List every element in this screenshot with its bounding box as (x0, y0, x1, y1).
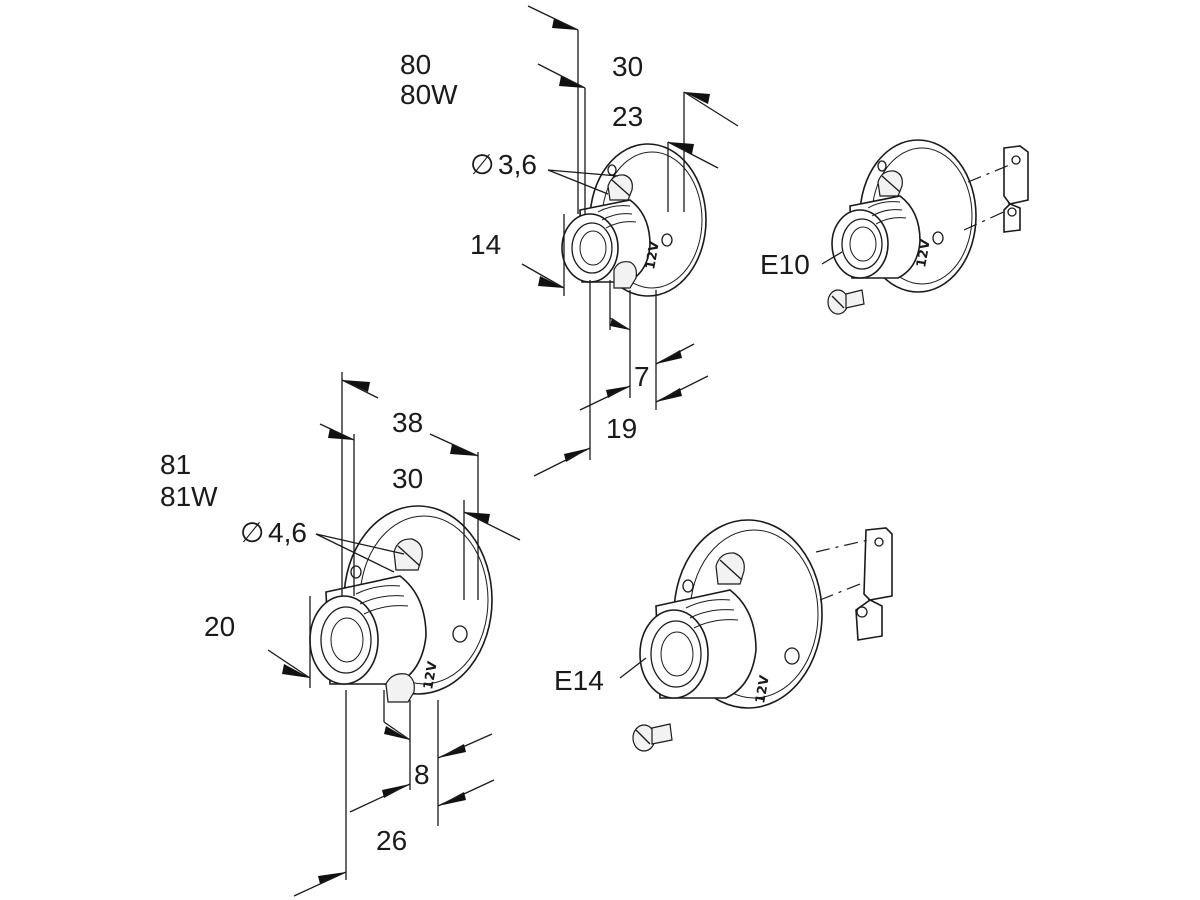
thread-label-e10: E10 (760, 249, 810, 280)
diameter-symbol-top: ∅ (470, 149, 494, 180)
dim-hole-top: 3,6 (498, 149, 537, 180)
socket-e10-outer (831, 209, 889, 279)
screw-81-bottom (385, 673, 415, 703)
bracket-e10 (1003, 145, 1029, 233)
socket-80-core (579, 230, 607, 266)
diameter-symbol-bottom: ∅ (240, 517, 264, 548)
model-label-80: 80 (400, 49, 431, 80)
dim-30-top: 30 (612, 51, 643, 82)
dim-8-bottom: 8 (414, 759, 430, 790)
bracket-e14 (855, 527, 893, 641)
model-label-80w: 80W (400, 79, 458, 110)
dim-26-bottom: 26 (376, 825, 407, 856)
socket-81-outer (309, 595, 379, 685)
screw-80-bottom (613, 261, 637, 289)
socket-80-outer (561, 213, 619, 283)
dimensions-80 (521, 5, 739, 477)
svg-text:12V: 12V (914, 238, 934, 268)
holder-e14: 12V (619, 519, 893, 752)
thread-label-e14: E14 (554, 665, 604, 696)
dim-23-top: 23 (612, 101, 643, 132)
dim-hole-bottom: 4,6 (268, 517, 307, 548)
model-label-81: 81 (160, 449, 191, 480)
dim-7-top: 7 (634, 361, 650, 392)
dimensions-81 (267, 372, 521, 897)
socket-80-inner (571, 222, 613, 274)
dim-38-bottom: 38 (392, 407, 423, 438)
dim-30-bottom: 30 (392, 463, 423, 494)
socket-e14-outer (639, 609, 709, 699)
model-label-81w: 81W (160, 481, 218, 512)
dim-19-top: 19 (606, 413, 637, 444)
svg-text:12V: 12V (421, 660, 441, 690)
loose-screw-e14 (632, 723, 673, 752)
mount-hole-80-a (661, 233, 673, 247)
svg-text:12V: 12V (643, 240, 663, 270)
holder-e10: 12V (821, 139, 1029, 315)
holder-81: 12V (309, 505, 493, 703)
dim-14-top: 14 (470, 229, 501, 260)
dim-20-bottom: 20 (204, 611, 235, 642)
loose-screw-e10 (827, 289, 865, 315)
svg-text:12V: 12V (753, 674, 773, 704)
